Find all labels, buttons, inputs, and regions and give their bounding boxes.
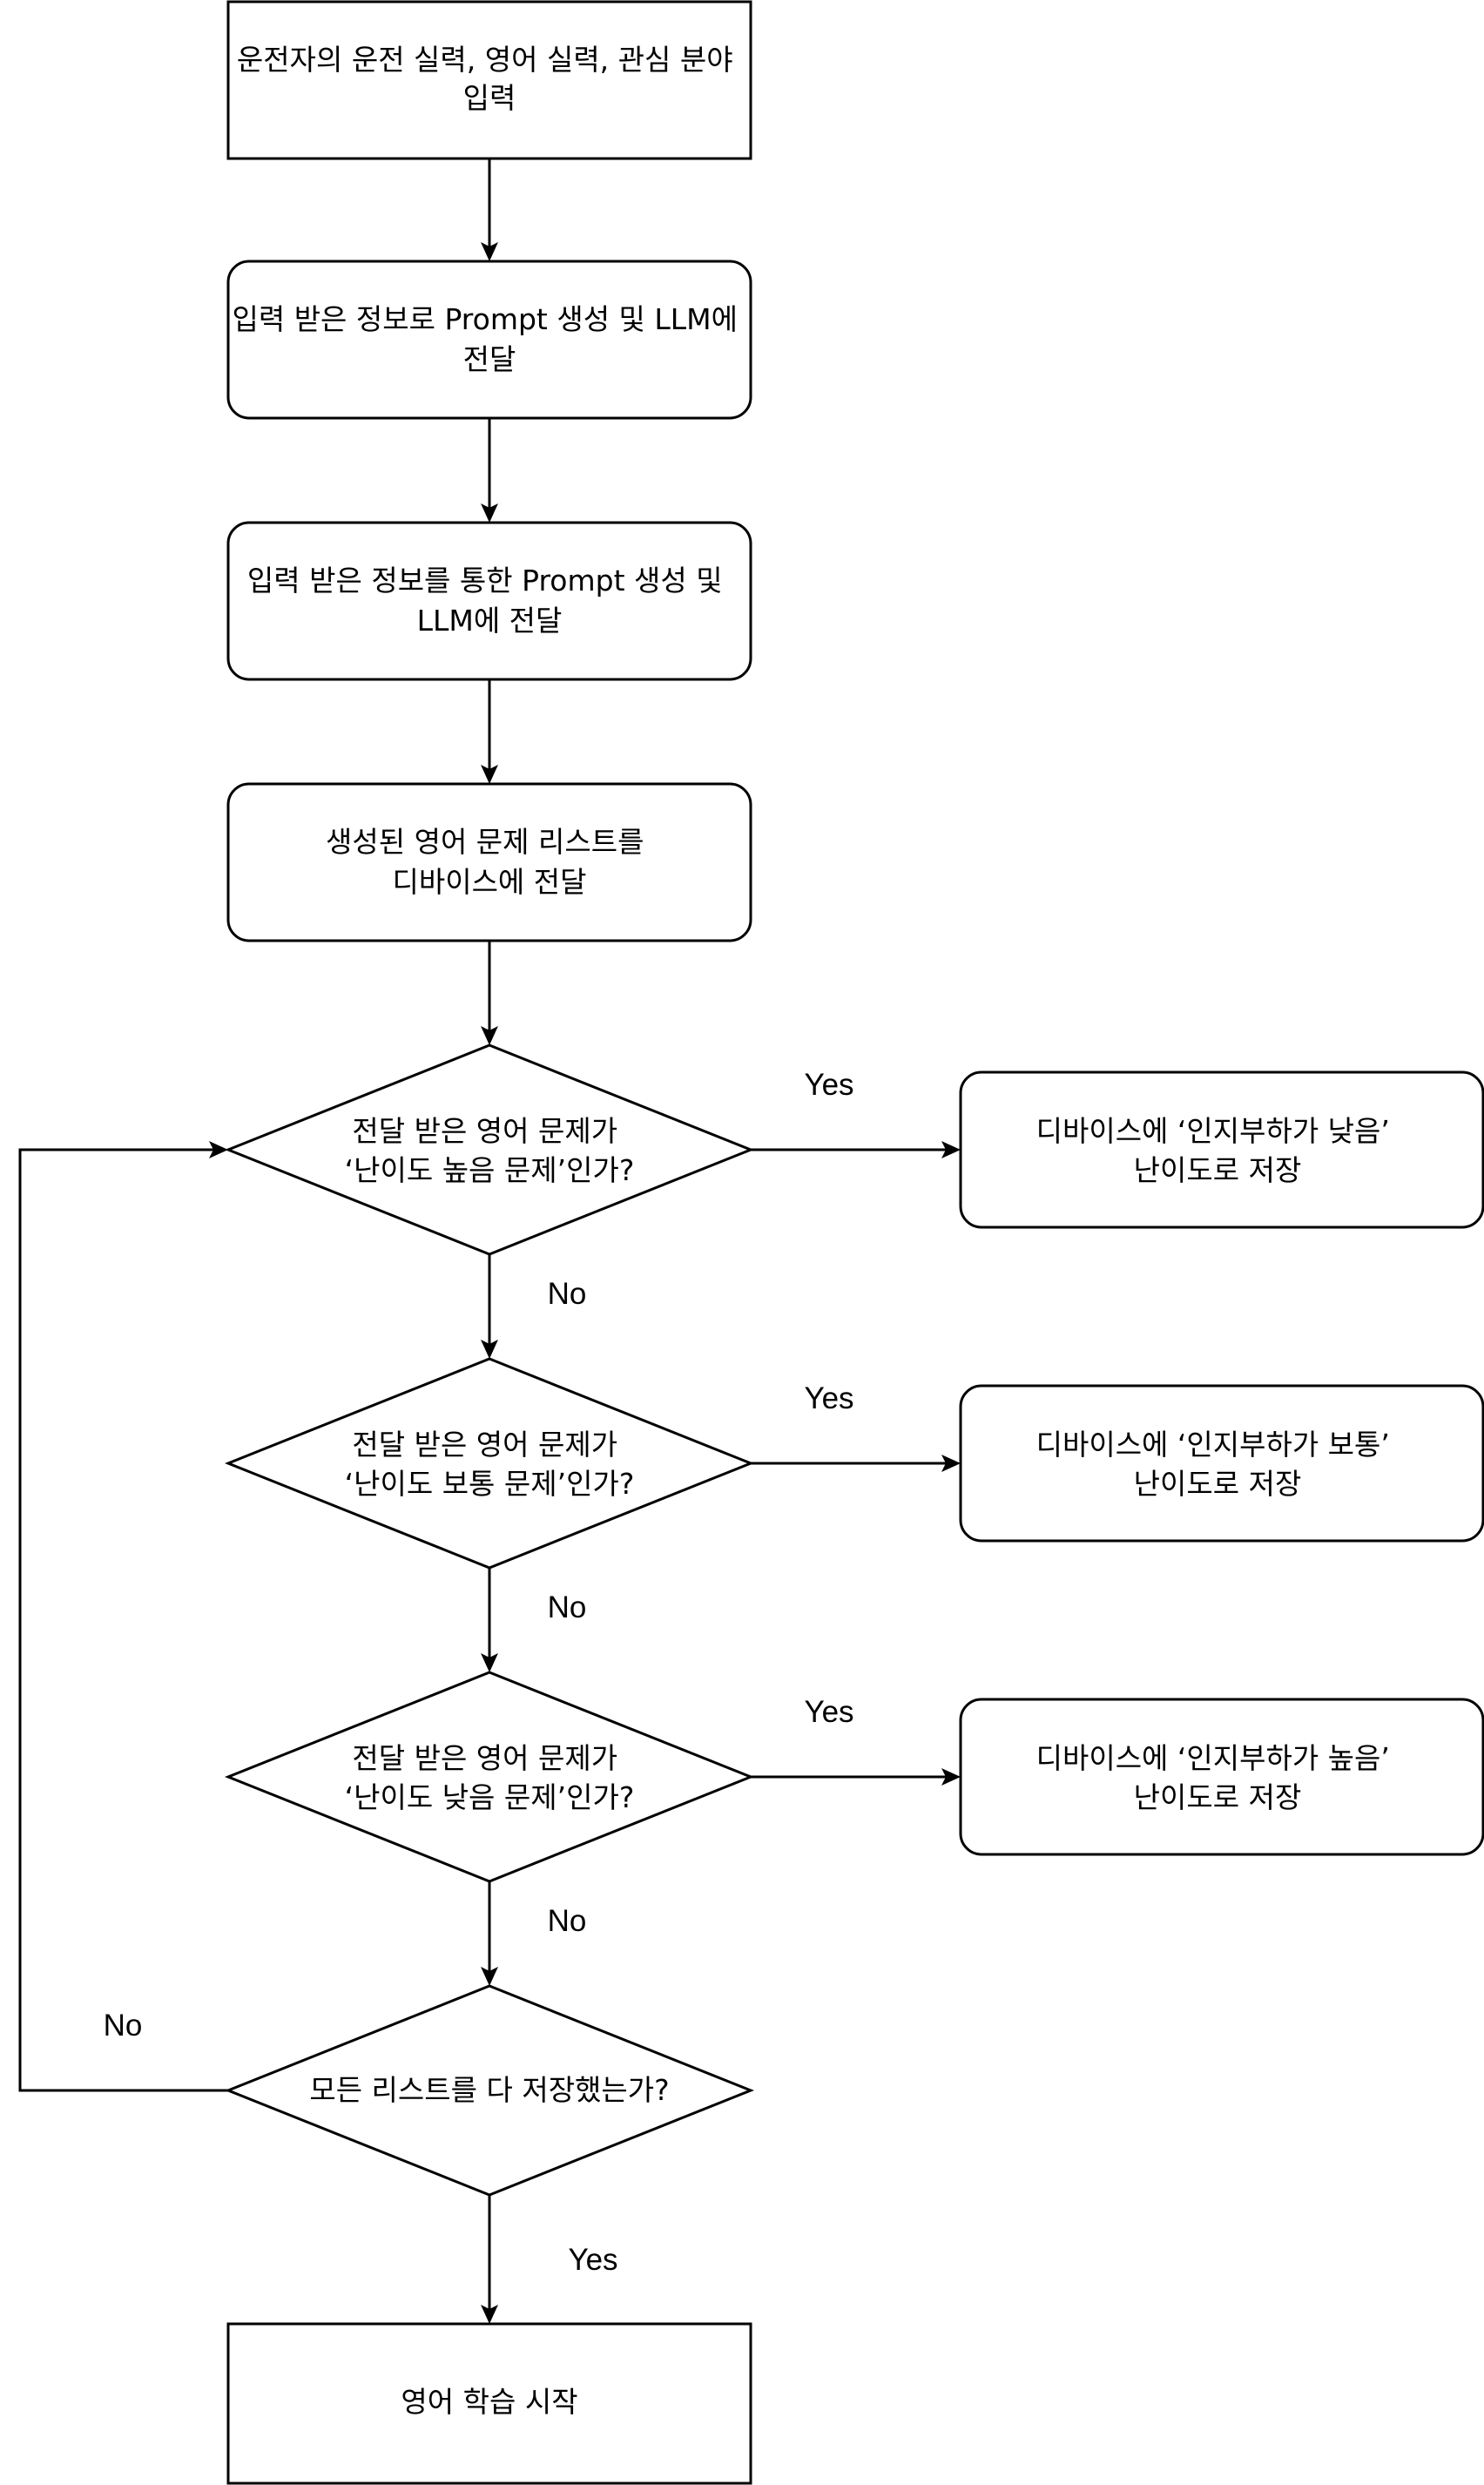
arrowhead xyxy=(481,2305,498,2324)
svg-text:입력 받은 정보를 통한 Prompt 생성 및: 입력 받은 정보를 통한 Prompt 생성 및 LLM에 전달 xyxy=(247,564,732,638)
node-decision-normal-line-2: ‘난이도 보통 문제’인가? xyxy=(345,1467,635,1501)
node-store-normal-load-line-1: 디바이스에 ‘인지부하가 보통’ xyxy=(1036,1428,1390,1462)
node-start-learning-line-1: 영어 학습 시작 xyxy=(401,2385,577,2419)
svg-text:디바이스에 ‘인지부하가 높음’ 난이도로 저장: 디바이스에 ‘인지부하가 높음’ 난이도로 저장 xyxy=(1036,1741,1400,1814)
node-decision-all-saved-line-1: 모든 리스트를 다 저장했는가? xyxy=(309,2073,669,2107)
node-input-line-2: 입력 xyxy=(463,81,516,115)
decision-diamond xyxy=(224,1984,755,2197)
arrowhead xyxy=(941,1768,961,1786)
svg-text:전달 받은 영어 문제가 ‘난이도 낮음 문제’: 전달 받은 영어 문제가 ‘난이도 낮음 문제’인가? xyxy=(345,1741,635,1814)
arrowhead xyxy=(941,1455,961,1472)
process-box xyxy=(226,521,752,681)
node-decision-all-saved: 모든 리스트를 다 저장했는가? xyxy=(224,1984,755,2197)
node-store-high-load: 디바이스에 ‘인지부하가 높음’ 난이도로 저장 xyxy=(959,1698,1484,1856)
svg-text:모든 리스트를 다 저장했는가?: 모든 리스트를 다 저장했는가? xyxy=(309,2073,669,2107)
node-start-learning: 영어 학습 시작 xyxy=(226,2322,752,2485)
edge-label-high-yes: Yes xyxy=(804,1068,853,1102)
arrowhead xyxy=(481,765,498,784)
arrowhead xyxy=(481,1967,498,1986)
node-deliver-list-line-2: 디바이스에 전달 xyxy=(392,865,586,899)
arrowhead xyxy=(481,242,498,261)
node-input: 운전자의 운전 실력, 영어 실력, 관심 분야 입력 xyxy=(226,0,752,160)
decision-diamond xyxy=(224,1671,755,1883)
edge-label-all-saved-yes: Yes xyxy=(568,2243,617,2277)
arrowhead xyxy=(481,503,498,523)
process-box xyxy=(959,1698,1484,1856)
process-box xyxy=(226,782,752,942)
svg-text:디바이스에 ‘인지부하가 보통’ 난이도로 저장: 디바이스에 ‘인지부하가 보통’ 난이도로 저장 xyxy=(1036,1428,1400,1501)
edge-label-normal-yes: Yes xyxy=(804,1381,853,1415)
node-deliver-list: 생성된 영어 문제 리스트를 디바이스에 전달 xyxy=(226,782,752,942)
node-store-normal-load: 디바이스에 ‘인지부하가 보통’ 난이도로 저장 xyxy=(959,1384,1484,1543)
node-decision-normal: 전달 받은 영어 문제가 ‘난이도 보통 문제’인가? xyxy=(224,1357,755,1570)
process-box xyxy=(959,1384,1484,1543)
node-decision-high-line-2: ‘난이도 높음 문제’인가? xyxy=(345,1153,635,1187)
node-prompt-1-line-1: 입력 받은 정보로 Prompt 생성 및 LLM에 xyxy=(232,302,738,336)
node-prompt-2-line-2: LLM에 전달 xyxy=(417,604,563,638)
svg-text:전달 받은 영어 문제가 ‘난이도 보통 문제’: 전달 받은 영어 문제가 ‘난이도 보통 문제’인가? xyxy=(345,1428,635,1501)
svg-text:전달 받은 영어 문제가 ‘난이도 높음 문제’: 전달 받은 영어 문제가 ‘난이도 높음 문제’인가? xyxy=(345,1114,635,1187)
node-store-high-load-line-2: 난이도로 저장 xyxy=(1134,1780,1302,1814)
arrowhead xyxy=(481,1340,498,1359)
node-input-line-1: 운전자의 운전 실력, 영어 실력, 관심 분야 xyxy=(237,43,733,77)
node-decision-low-line-1: 전달 받은 영어 문제가 xyxy=(352,1741,617,1775)
node-prompt-2: 입력 받은 정보를 통한 Prompt 생성 및 LLM에 전달 xyxy=(226,521,752,681)
process-box xyxy=(226,260,752,420)
node-store-normal-load-line-2: 난이도로 저장 xyxy=(1134,1467,1302,1501)
node-prompt-2-line-1: 입력 받은 정보를 통한 Prompt 생성 및 xyxy=(247,564,723,598)
svg-text:영어 학습 시작: 영어 학습 시작 xyxy=(401,2385,577,2419)
arrowhead xyxy=(481,1653,498,1672)
edge-label-low-yes: Yes xyxy=(804,1695,853,1729)
edge-label-low-no: No xyxy=(548,1904,587,1938)
node-store-high-load-line-1: 디바이스에 ‘인지부하가 높음’ xyxy=(1036,1741,1390,1775)
node-decision-high: 전달 받은 영어 문제가 ‘난이도 높음 문제’인가? xyxy=(224,1043,755,1256)
svg-text:디바이스에 ‘인지부하가 낮음’ 난이도로 저장: 디바이스에 ‘인지부하가 낮음’ 난이도로 저장 xyxy=(1036,1114,1400,1187)
edge-all-saved-no-loop xyxy=(18,1148,228,2092)
arrowhead xyxy=(209,1141,228,1158)
node-deliver-list-line-1: 생성된 영어 문제 리스트를 xyxy=(326,825,644,859)
node-decision-high-line-1: 전달 받은 영어 문제가 xyxy=(352,1114,617,1148)
svg-text:생성된 영어 문제 리스트를 디바이스에 전달: 생성된 영어 문제 리스트를 디바이스에 전달 xyxy=(326,825,653,899)
process-box xyxy=(959,1070,1484,1229)
node-prompt-1-line-2: 전달 xyxy=(463,342,516,376)
node-store-low-load: 디바이스에 ‘인지부하가 낮음’ 난이도로 저장 xyxy=(959,1070,1484,1229)
node-decision-low: 전달 받은 영어 문제가 ‘난이도 낮음 문제’인가? xyxy=(224,1671,755,1883)
node-store-low-load-line-1: 디바이스에 ‘인지부하가 낮음’ xyxy=(1036,1114,1390,1148)
edges xyxy=(18,159,961,2324)
decision-diamond xyxy=(224,1357,755,1570)
edge-label-all-saved-no: No xyxy=(104,2009,143,2043)
decision-diamond xyxy=(224,1043,755,1256)
node-decision-normal-line-1: 전달 받은 영어 문제가 xyxy=(352,1428,617,1462)
process-box xyxy=(226,2322,752,2485)
svg-text:입력 받은 정보로 Prompt 생성 및 LLM에: 입력 받은 정보로 Prompt 생성 및 LLM에 전달 xyxy=(232,302,746,376)
node-decision-low-line-2: ‘난이도 낮음 문제’인가? xyxy=(345,1780,635,1814)
process-box xyxy=(226,0,752,160)
node-prompt-1: 입력 받은 정보로 Prompt 생성 및 LLM에 전달 xyxy=(226,260,752,420)
edge-label-high-no: No xyxy=(548,1277,587,1311)
arrowhead xyxy=(481,1026,498,1045)
edge-label-normal-no: No xyxy=(548,1590,587,1624)
edge-labels: Yes No Yes No Yes No No Yes xyxy=(104,1068,854,2277)
svg-text:운전자의 운전 실력, 영어 실력, 관심 분야: 운전자의 운전 실력, 영어 실력, 관심 분야 입력 xyxy=(237,43,742,115)
arrowhead xyxy=(941,1141,961,1158)
node-store-low-load-line-2: 난이도로 저장 xyxy=(1134,1153,1302,1187)
